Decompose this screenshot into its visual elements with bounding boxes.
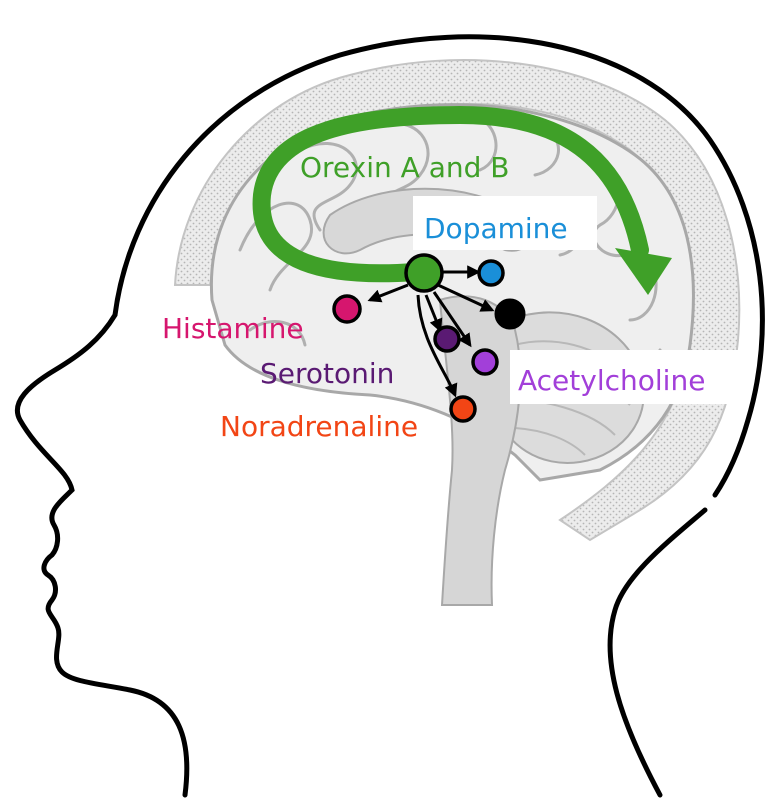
noradrenaline-node: [451, 397, 475, 421]
label-noradrenaline: Noradrenaline: [220, 410, 418, 443]
label-orexin: Orexin A and B: [300, 151, 510, 184]
acetylcholine-node: [473, 350, 497, 374]
label-dopamine: Dopamine: [424, 212, 568, 245]
histamine-node: [334, 296, 360, 322]
label-acetylcholine: Acetylcholine: [518, 364, 705, 397]
label-serotonin: Serotonin: [260, 357, 394, 390]
serotonin-node: [435, 327, 459, 351]
orexin-node: [406, 255, 442, 291]
unlabeled-node: [496, 300, 524, 328]
label-histamine: Histamine: [162, 312, 304, 345]
neck-outline: [610, 510, 705, 795]
dopamine-node: [479, 261, 503, 285]
